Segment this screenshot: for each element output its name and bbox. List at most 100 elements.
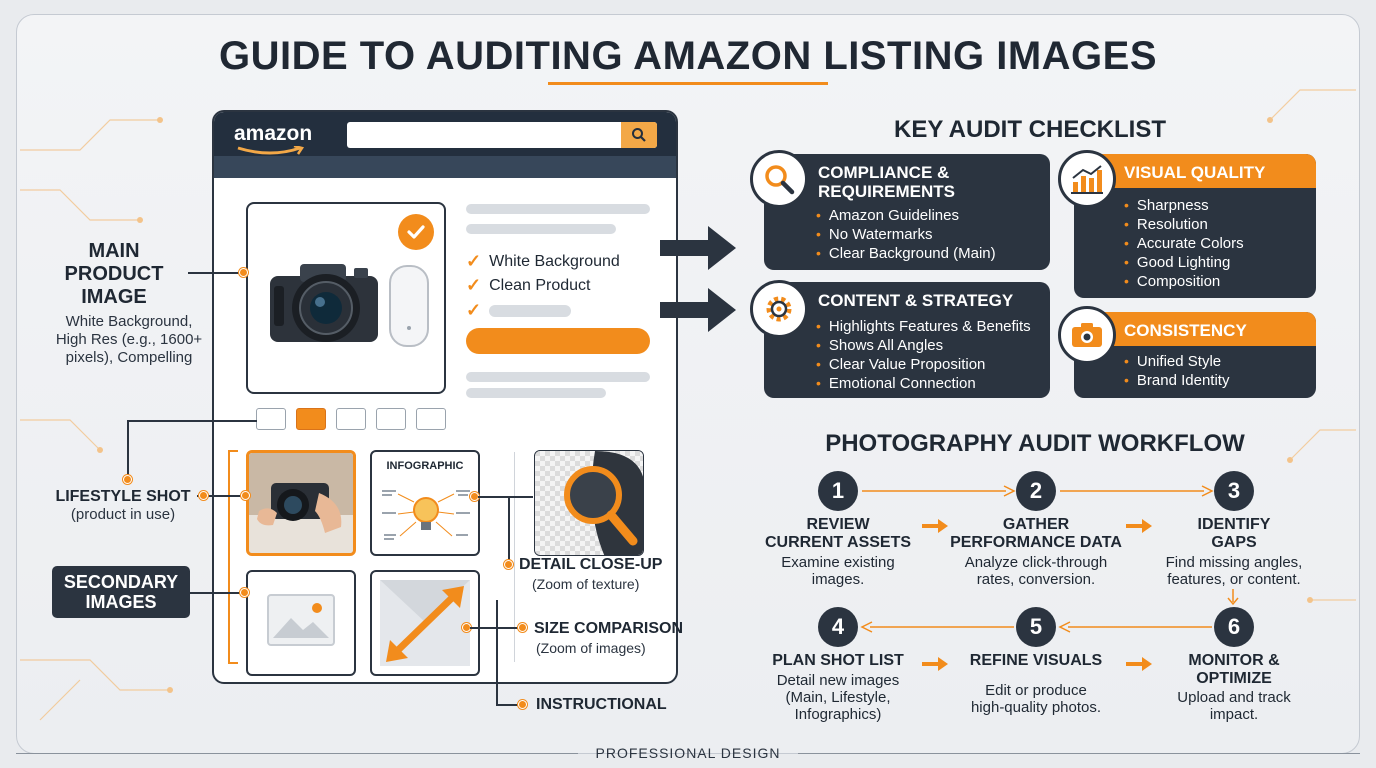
orange-arrow-icon (1126, 519, 1152, 533)
add-to-cart-button[interactable] (466, 328, 650, 354)
item-text: No Watermarks (828, 226, 933, 243)
step-title-line: REFINE VISUALS (969, 652, 1103, 669)
item-text: Shows All Angles (828, 337, 944, 354)
secondary-images-badge: SECONDARY IMAGES (52, 566, 190, 618)
item-text: Accurate Colors (1136, 235, 1244, 252)
step-title-line: OPTIMIZE (1196, 670, 1272, 687)
step-desc-line: Examine existing (781, 554, 895, 571)
magnifier-texture-icon (535, 451, 643, 555)
connector-dot (199, 491, 208, 500)
thumbnail[interactable] (336, 408, 366, 430)
item-text: Brand Identity (1136, 372, 1230, 389)
secondary-bracket (228, 450, 238, 664)
step-desc-line: impact. (1209, 706, 1259, 723)
thumbnail[interactable] (376, 408, 406, 430)
callout-title: IMAGE (81, 286, 147, 308)
step-title-line: GATHER (1002, 516, 1070, 533)
detail-closeup-desc: (Zoom of texture) (532, 576, 640, 592)
list-item: •No Watermarks (816, 226, 933, 243)
step-desc: Detail new images (Main, Lifestyle, Info… (758, 672, 918, 723)
list-item: •Good Lighting (1124, 254, 1231, 271)
step-title: IDENTIFY GAPS (1150, 516, 1318, 552)
footer-line (798, 753, 1360, 754)
check-clean-product: ✓ Clean Product (466, 275, 590, 296)
camera-product-icon (270, 264, 378, 342)
connector-line (508, 496, 533, 498)
connector-line (197, 495, 245, 497)
step-desc-line: Upload and track (1177, 689, 1291, 706)
step-desc-line: Infographics) (794, 706, 882, 723)
connector-line (496, 704, 522, 706)
arrow-right-icon (660, 226, 736, 270)
callout-title: LIFESTYLE SHOT (55, 488, 191, 505)
connector-line (127, 420, 257, 422)
step-desc-line: Edit or produce (985, 682, 1087, 699)
search-button[interactable] (621, 122, 657, 148)
card-title-line: COMPLIANCE & (818, 163, 950, 182)
orange-arrow-icon (922, 657, 948, 671)
compliance-list: •Amazon Guidelines •No Watermarks •Clear… (816, 206, 996, 263)
step-desc-line: Find missing angles, (1165, 554, 1303, 571)
item-text: Clear Value Proposition (828, 356, 986, 373)
step-desc: Edit or produce high-quality photos. (946, 682, 1126, 716)
main-product-image (246, 202, 446, 394)
checkmark-icon: ✓ (466, 251, 482, 271)
checkmark-icon: ✓ (466, 300, 482, 320)
instructional-title: INSTRUCTIONAL (536, 696, 667, 713)
infographic-image: INFOGRAPHIC (370, 450, 480, 556)
step-number: 2 (1016, 471, 1056, 511)
step-desc: Find missing angles, features, or conten… (1150, 554, 1318, 588)
checklist-title: KEY AUDIT CHECKLIST (893, 116, 1166, 143)
connector-line (508, 496, 510, 564)
lifestyle-image (246, 450, 356, 556)
search-input[interactable] (347, 122, 657, 148)
callout-desc: White Background, (65, 313, 193, 330)
badge-line: IMAGES (85, 592, 157, 612)
divider (514, 452, 515, 662)
list-item: •Unified Style (1124, 353, 1222, 370)
workflow-arrow-icon (1058, 621, 1212, 633)
list-item: •Amazon Guidelines (816, 207, 959, 224)
step-desc-line: images. (811, 571, 865, 588)
item-text: Good Lighting (1136, 254, 1231, 271)
connector-dot (504, 560, 513, 569)
connector-dot (240, 588, 249, 597)
gear-icon (750, 280, 808, 338)
arrow-right-icon (660, 288, 736, 332)
amazon-page-mockup: amazon ✓ White Background (212, 110, 678, 684)
detail-closeup-title: DETAIL CLOSE-UP (519, 556, 663, 573)
item-text: Sharpness (1136, 197, 1209, 214)
list-item: •Composition (1124, 273, 1221, 290)
step-number: 6 (1214, 607, 1254, 647)
workflow-arrow-icon (1060, 485, 1214, 497)
badge-line: SECONDARY (63, 572, 179, 592)
connector-dot (123, 475, 132, 484)
thumbnail[interactable] (256, 408, 286, 430)
lightbulb-icon (382, 490, 470, 540)
step-title-line: CURRENT ASSETS (764, 534, 912, 551)
bar-chart-icon (1058, 150, 1116, 208)
step-title: PLAN SHOT LIST (758, 652, 918, 670)
item-text: Composition (1136, 273, 1221, 290)
thumbnail-active[interactable] (296, 408, 326, 430)
orange-arrow-icon (1126, 657, 1152, 671)
amazon-smile-icon (237, 146, 305, 155)
step-desc-line: Detail new images (776, 672, 900, 689)
step-title: REFINE VISUALS (946, 652, 1126, 670)
list-item: •Resolution (1124, 216, 1208, 233)
thumbnail[interactable] (416, 408, 446, 430)
placeholder-line (466, 224, 616, 234)
list-item: •Highlights Features & Benefits (816, 318, 1031, 335)
detail-closeup-image (534, 450, 644, 556)
connector-line (127, 420, 129, 480)
content-strategy-card: CONTENT & STRATEGY •Highlights Features … (764, 282, 1050, 398)
list-item: •Emotional Connection (816, 375, 976, 392)
step-title: MONITOR & OPTIMIZE (1150, 652, 1318, 688)
amazon-subnav (214, 156, 676, 178)
workflow-arrow-icon (860, 621, 1014, 633)
footer-line (16, 753, 578, 754)
placeholder-line (466, 204, 650, 214)
list-item: •Brand Identity (1124, 372, 1230, 389)
step-number: 1 (818, 471, 858, 511)
compliance-card: COMPLIANCE & REQUIREMENTS •Amazon Guidel… (764, 154, 1050, 270)
